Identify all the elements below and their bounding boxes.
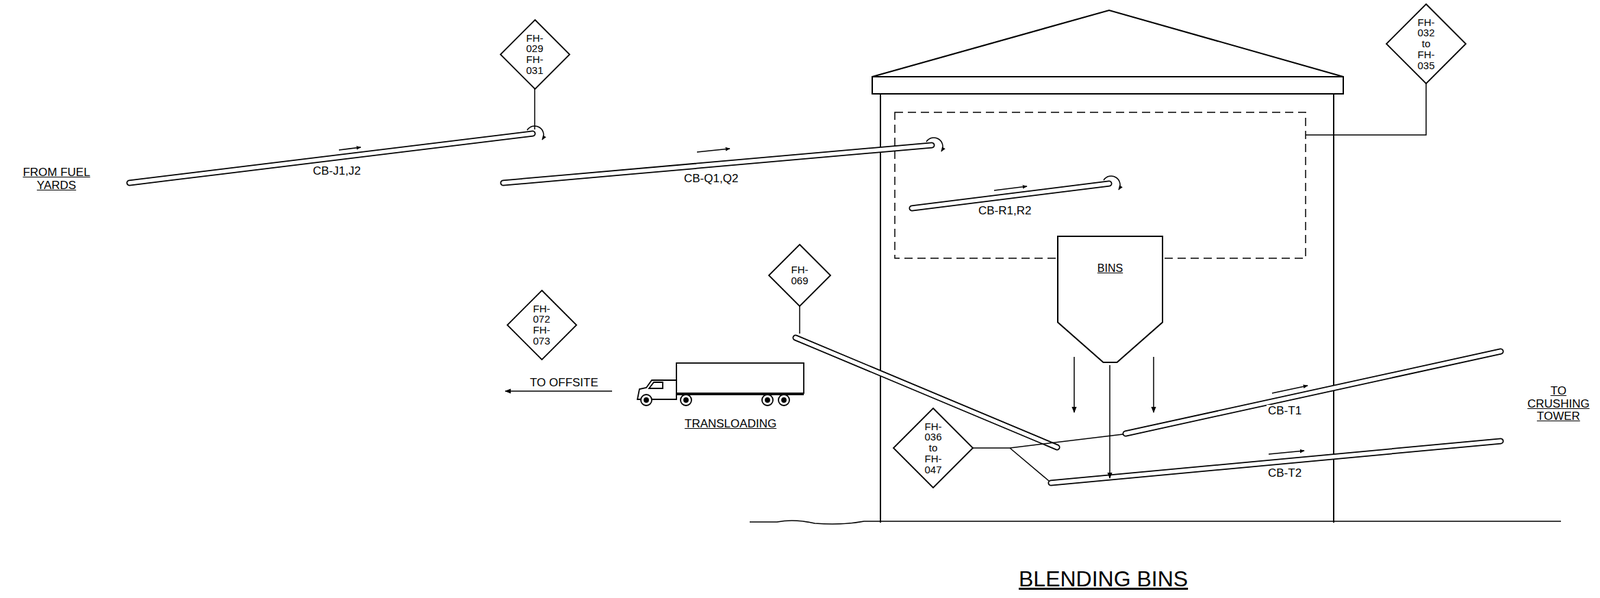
roof: [872, 10, 1344, 77]
truck-window: [649, 382, 663, 389]
node-text-wrap: FH-036 to FH-047: [892, 407, 974, 489]
node-outline: [1057, 235, 1164, 363]
diamond-outline: [1386, 4, 1466, 84]
conveyor-label: CB-Q1,Q2: [682, 172, 740, 186]
conveyor-t2: [1050, 440, 1501, 483]
bin-discharge-arrow: [1109, 364, 1111, 478]
node-text-wrap: BINS: [1057, 235, 1164, 275]
equipment-diamond: FH-036 to FH-047: [892, 407, 974, 489]
truck-hub: [644, 397, 649, 402]
node-text-wrap: FH-069: [768, 243, 832, 307]
flow-note: TO OFFSITE: [528, 376, 600, 390]
conveyor-j: [129, 133, 533, 183]
leader-line: [1305, 81, 1427, 135]
leader-line: [798, 306, 801, 334]
truck-wheel: [640, 394, 652, 406]
equipment-tag: FH-029 FH-031: [525, 32, 543, 76]
equipment-tag: BINS: [1097, 262, 1123, 275]
roof-eave: [872, 76, 1344, 94]
diagram-title: BLENDING BINS: [1018, 566, 1188, 591]
offsite-arrow: [505, 390, 613, 392]
truck-hub: [683, 397, 689, 402]
node-text-wrap: FH-032 to FH-035: [1385, 3, 1467, 85]
diamond-outline: [893, 408, 973, 488]
bin-discharge-arrow: [1073, 356, 1075, 413]
leader-line: [534, 86, 536, 130]
flow-arrow: [1268, 450, 1305, 454]
leader-line: [971, 434, 1123, 481]
equipment-tag: FH-036 to FH-047: [924, 421, 942, 476]
node-text-wrap: FH-072 FH-073: [506, 289, 578, 361]
conveyor-belt: [1125, 351, 1501, 434]
flow-note: TRANSLOADING: [683, 417, 778, 431]
flow-arrow: [1272, 385, 1308, 393]
conveyor-belt: [1125, 351, 1501, 434]
flow-arrow: [696, 148, 730, 152]
ground-line: [749, 520, 1561, 524]
hopper-outline: [1057, 236, 1163, 363]
truck-trailer: [676, 362, 804, 393]
conveyor-label: CB-T2: [1266, 466, 1303, 480]
diamond-outline: [500, 19, 570, 90]
conveyor-label: CB-J1,J2: [311, 164, 363, 179]
truck-wheel: [762, 394, 773, 406]
bin-hopper: BINS: [1057, 235, 1164, 363]
building: [872, 10, 1344, 523]
equipment-diamond: FH-032 to FH-035: [1385, 3, 1467, 85]
equipment-diamond: FH-069: [768, 243, 832, 307]
discharge-arrow: [926, 137, 943, 152]
truck: [637, 362, 804, 406]
truck-hub: [781, 397, 786, 402]
discharge-arrow: [1103, 175, 1121, 190]
diamond-outline: [507, 290, 577, 360]
discharge-arrow: [527, 125, 544, 140]
equipment-diamond: FH-029 FH-031: [499, 19, 571, 90]
bin-discharge-arrow: [1152, 356, 1155, 413]
conveyor-t1: [1125, 351, 1501, 434]
building-wall: [880, 93, 1334, 523]
flow-arrow: [994, 186, 1027, 191]
conveyors: [129, 133, 1501, 483]
flow-note: FROM FUEL YARDS: [12, 166, 101, 192]
flow-arrows: [338, 147, 1308, 478]
truck-wheel: [778, 394, 790, 406]
diamond-outline: [768, 244, 831, 307]
discharge-arrows: [527, 125, 1121, 190]
conveyor-belt: [1050, 440, 1501, 483]
conveyor-label: CB-R1,R2: [976, 204, 1033, 218]
flow-note: TO CRUSHING TOWER: [1526, 384, 1592, 424]
equipment-tag: FH-032 to FH-035: [1417, 17, 1435, 72]
truck-hub: [765, 397, 770, 402]
equipment-diamond: FH-072 FH-073: [506, 289, 578, 361]
conveyor-label: CB-T1: [1266, 404, 1303, 418]
conveyor-belt: [1050, 440, 1501, 483]
conveyor-belt: [129, 133, 533, 183]
equipment-tag: FH-069: [790, 264, 808, 287]
flow-arrow: [338, 147, 361, 150]
node-text-wrap: FH-029 FH-031: [499, 19, 571, 90]
equipment-tag: FH-072 FH-073: [532, 303, 550, 347]
conveyor-belt: [129, 133, 533, 183]
leader-lines: [534, 81, 1427, 481]
truck-wheel: [680, 394, 692, 406]
